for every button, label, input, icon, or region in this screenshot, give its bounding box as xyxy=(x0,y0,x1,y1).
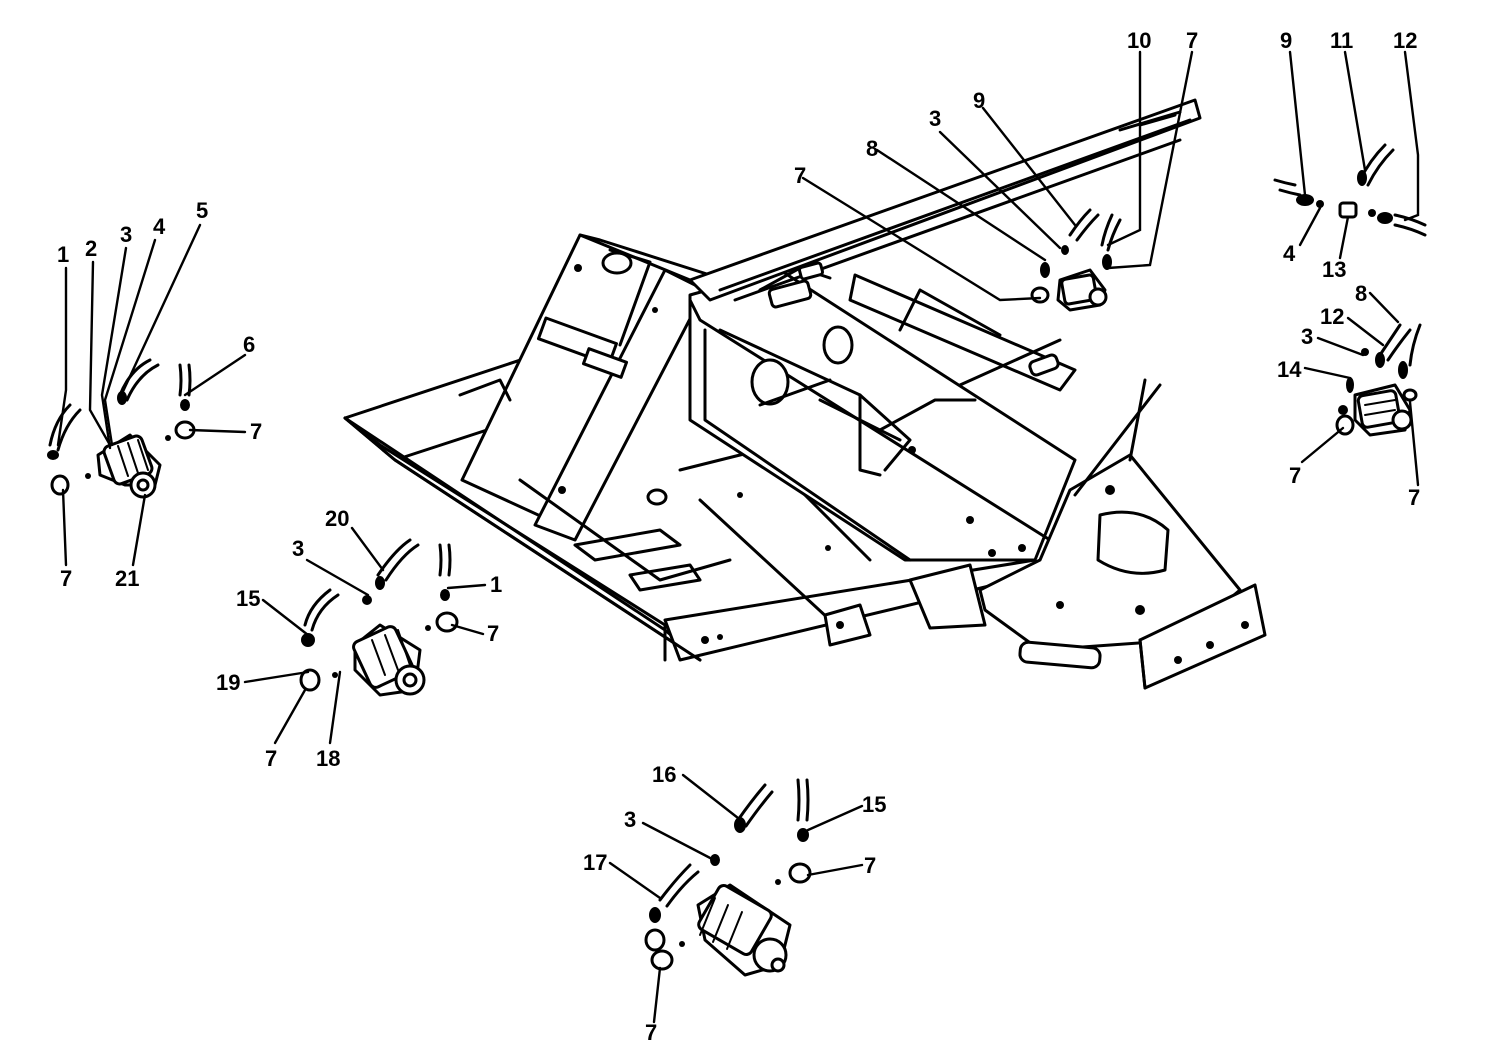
callout-7-bottom-a: 7 xyxy=(864,853,877,878)
callout-6-left: 6 xyxy=(243,332,256,357)
callout-3-top: 3 xyxy=(929,106,942,131)
callout-21-left: 21 xyxy=(115,566,140,591)
tee-fitting-detail xyxy=(1273,143,1427,237)
motor-assembly-bottom xyxy=(644,778,812,977)
callout-19-middle: 19 xyxy=(216,670,241,695)
callout-14-right: 14 xyxy=(1277,357,1302,382)
motor-assembly-middle xyxy=(299,538,459,697)
callout-7-middle-b: 7 xyxy=(265,746,278,771)
callout-3-right: 3 xyxy=(1301,324,1314,349)
motor-assembly-right xyxy=(1335,323,1422,437)
callout-16-bottom: 16 xyxy=(652,762,677,787)
leader-lines xyxy=(56,50,1420,1024)
callout-2-left: 2 xyxy=(85,236,98,261)
callout-7-top-a: 7 xyxy=(1186,28,1199,53)
callout-7-right-b: 7 xyxy=(1408,485,1421,510)
callout-4-detail: 4 xyxy=(1283,241,1296,266)
callout-7-left-a: 7 xyxy=(250,419,263,444)
callout-15-middle: 15 xyxy=(236,586,261,611)
callout-17-bottom: 17 xyxy=(583,850,608,875)
callout-20-middle: 20 xyxy=(325,506,350,531)
callout-15-bottom: 15 xyxy=(862,792,887,817)
motor-assembly-top xyxy=(1030,208,1122,312)
callout-3-middle: 3 xyxy=(292,536,305,561)
callout-1-middle: 1 xyxy=(490,572,503,597)
callout-8-top: 8 xyxy=(866,136,879,161)
callout-12-detail: 12 xyxy=(1393,28,1418,53)
callout-7-middle-a: 7 xyxy=(487,621,500,646)
callout-3-bottom: 3 xyxy=(624,807,637,832)
callout-7-top-b: 7 xyxy=(794,163,807,188)
callout-12-right: 12 xyxy=(1320,304,1345,329)
callout-10-top: 10 xyxy=(1127,28,1152,53)
callout-1-left: 1 xyxy=(57,242,70,267)
callout-9-top: 9 xyxy=(973,88,986,113)
callout-11-detail: 11 xyxy=(1330,28,1354,53)
callout-8-right: 8 xyxy=(1355,281,1368,306)
callout-3-left: 3 xyxy=(120,222,133,247)
callout-7-bottom-b: 7 xyxy=(645,1020,658,1045)
callout-5-left: 5 xyxy=(196,198,209,223)
callout-7-left-b: 7 xyxy=(60,566,73,591)
callout-4-left: 4 xyxy=(153,214,166,239)
callout-13-detail: 13 xyxy=(1322,257,1347,282)
callout-9-detail: 9 xyxy=(1280,28,1293,53)
main-frame xyxy=(343,98,1267,690)
callout-18-middle: 18 xyxy=(316,746,341,771)
callout-7-right-a: 7 xyxy=(1289,463,1302,488)
motor-assembly-left xyxy=(47,358,196,499)
